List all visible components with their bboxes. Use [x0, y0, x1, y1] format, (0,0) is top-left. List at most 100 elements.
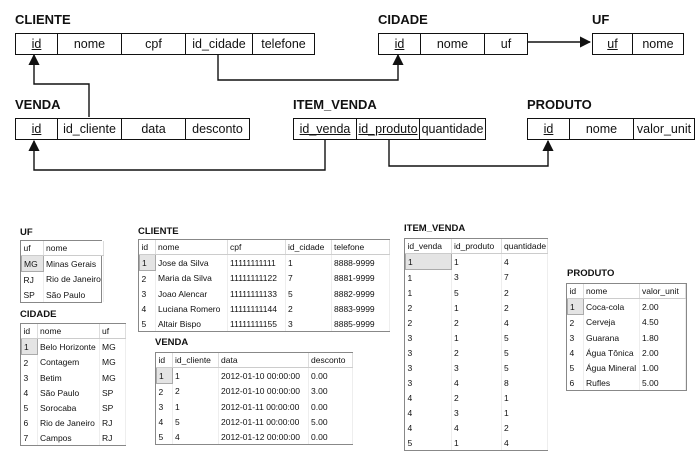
- table-cell[interactable]: 5: [451, 285, 502, 300]
- column-header[interactable]: uf: [99, 324, 126, 339]
- table-cell[interactable]: 2: [405, 315, 452, 330]
- table-cell[interactable]: 2012-01-10 00:00:00: [218, 383, 309, 399]
- column-header[interactable]: nome: [155, 240, 228, 255]
- table-cell[interactable]: 3: [451, 405, 502, 420]
- table-cell[interactable]: 8883-9999: [331, 301, 390, 316]
- table-cell[interactable]: 3: [451, 269, 502, 285]
- table-cell[interactable]: 1: [172, 399, 219, 414]
- table-cell[interactable]: RJ: [99, 430, 126, 445]
- table-cell[interactable]: 2: [172, 383, 219, 399]
- table-cell[interactable]: 5: [501, 360, 548, 375]
- table-cell[interactable]: 6: [21, 415, 38, 430]
- table-cell[interactable]: 2012-01-11 00:00:00: [218, 399, 309, 414]
- table-cell[interactable]: 0.00: [308, 367, 353, 384]
- table-cell[interactable]: 0.00: [308, 429, 353, 444]
- table-cell[interactable]: Minas Gerais: [43, 255, 104, 272]
- table-cell[interactable]: 4: [405, 405, 452, 420]
- table-cell[interactable]: 4: [451, 375, 502, 390]
- table-cell[interactable]: 3.00: [308, 383, 353, 399]
- table-cell[interactable]: 8882-9999: [331, 286, 390, 301]
- table-cell[interactable]: 2: [451, 315, 502, 330]
- table-cell[interactable]: 1: [405, 285, 452, 300]
- table-cell[interactable]: 3: [21, 370, 38, 385]
- table-cell[interactable]: 5: [405, 435, 452, 450]
- table-cell[interactable]: Água Tônica: [583, 345, 640, 360]
- table-cell[interactable]: 2: [21, 354, 38, 370]
- table-cell[interactable]: 4: [501, 315, 548, 330]
- table-cell[interactable]: 5: [285, 286, 332, 301]
- table-cell[interactable]: 7: [501, 269, 548, 285]
- table-cell[interactable]: 1: [405, 253, 452, 270]
- table-cell[interactable]: SP: [99, 400, 126, 415]
- table-cell[interactable]: Luciana Romero: [155, 301, 228, 316]
- column-header[interactable]: id_venda: [405, 239, 452, 254]
- table-cell[interactable]: Cerveja: [583, 314, 640, 330]
- table-cell[interactable]: 4: [405, 420, 452, 435]
- table-cell[interactable]: Altair Bispo: [155, 316, 228, 331]
- table-cell[interactable]: 8888-9999: [331, 254, 390, 271]
- table-cell[interactable]: Betim: [37, 370, 100, 385]
- table-cell[interactable]: 3: [405, 360, 452, 375]
- table-cell[interactable]: 2: [567, 314, 584, 330]
- table-cell[interactable]: 3: [285, 316, 332, 331]
- column-header[interactable]: cpf: [227, 240, 286, 255]
- table-cell[interactable]: SP: [21, 287, 44, 302]
- table-cell[interactable]: 4: [567, 345, 584, 360]
- table-cell[interactable]: 2012-01-12 00:00:00: [218, 429, 309, 444]
- table-cell[interactable]: 5.00: [639, 375, 686, 390]
- column-header[interactable]: quantidade: [501, 239, 548, 254]
- table-cell[interactable]: 5: [567, 360, 584, 375]
- table-cell[interactable]: 1: [567, 298, 584, 315]
- table-cell[interactable]: 2012-01-10 00:00:00: [218, 367, 309, 384]
- table-cell[interactable]: 2: [501, 420, 548, 435]
- table-cell[interactable]: 1: [285, 254, 332, 271]
- table-cell[interactable]: 2: [501, 300, 548, 315]
- column-header[interactable]: data: [218, 353, 309, 368]
- table-cell[interactable]: 2012-01-11 00:00:00: [218, 414, 309, 429]
- column-header[interactable]: id: [156, 353, 173, 368]
- column-header[interactable]: valor_unit: [639, 284, 686, 299]
- table-cell[interactable]: 5: [21, 400, 38, 415]
- table-cell[interactable]: 8881-9999: [331, 270, 390, 286]
- table-cell[interactable]: São Paulo: [43, 287, 104, 302]
- table-cell[interactable]: 11111111111: [227, 254, 286, 271]
- table-cell[interactable]: Rufles: [583, 375, 640, 390]
- column-header[interactable]: id_cliente: [172, 353, 219, 368]
- table-cell[interactable]: 7: [285, 270, 332, 286]
- table-cell[interactable]: 1: [405, 269, 452, 285]
- column-header[interactable]: uf: [21, 241, 44, 256]
- table-cell[interactable]: Jose da Silva: [155, 254, 228, 271]
- table-cell[interactable]: 1: [156, 367, 173, 384]
- table-cell[interactable]: RJ: [21, 271, 44, 287]
- table-cell[interactable]: MG: [99, 338, 126, 355]
- table-cell[interactable]: 4: [501, 435, 548, 450]
- table-cell[interactable]: Maria da Silva: [155, 270, 228, 286]
- table-cell[interactable]: 5: [172, 414, 219, 429]
- column-header[interactable]: id_cidade: [285, 240, 332, 255]
- table-cell[interactable]: 1: [451, 300, 502, 315]
